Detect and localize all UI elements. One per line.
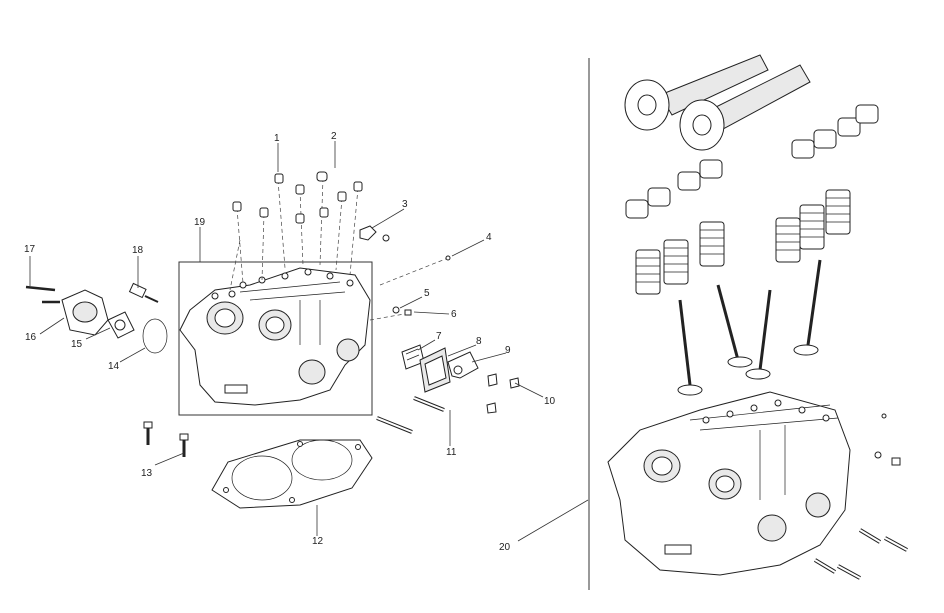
- callout-9: 9: [505, 345, 511, 356]
- cover-plate-8: [419, 347, 451, 393]
- dash-5-6: [369, 312, 411, 321]
- camshaft-pair: [624, 54, 811, 151]
- screw-part-6: [404, 309, 412, 316]
- callout-5: 5: [424, 288, 430, 299]
- studs-part-11: [376, 396, 445, 434]
- screws-part-10: [486, 373, 520, 414]
- cylinder-head-left: [179, 267, 371, 406]
- callout-7: 7: [436, 331, 442, 342]
- plug-part-3: [359, 225, 390, 242]
- dowel-part-4: [445, 255, 451, 261]
- dowel-leader-4: [379, 257, 449, 286]
- callout-8: 8: [476, 336, 482, 347]
- head-gasket-12: [211, 439, 373, 509]
- screw-part-17: [25, 285, 56, 292]
- o-ring-14: [142, 318, 168, 354]
- cylinder-head-right: [607, 391, 851, 576]
- washer-part-5: [392, 306, 400, 314]
- callout-16: 16: [25, 332, 37, 343]
- callout-15: 15: [71, 339, 83, 350]
- right-studs: [813, 413, 908, 580]
- sensor-part-18: [128, 282, 159, 303]
- callout-1: 1: [274, 133, 280, 144]
- callout-11: 11: [446, 447, 457, 458]
- bolts-part-13: [143, 421, 189, 457]
- callout-12: 12: [312, 536, 324, 547]
- leader-lines: [29, 141, 589, 542]
- callout-2: 2: [331, 131, 337, 142]
- callout-18: 18: [132, 245, 144, 256]
- valve-train-set: [625, 104, 879, 396]
- callout-17: 17: [24, 244, 36, 255]
- cylinder-head-group-box: [178, 261, 373, 416]
- callout-10: 10: [544, 396, 556, 407]
- callout-20: 20: [499, 542, 511, 553]
- thermostat-15: [107, 311, 135, 339]
- thermostat-housing-16: [61, 289, 109, 336]
- callout-6: 6: [451, 309, 457, 320]
- callout-14: 14: [108, 361, 120, 372]
- callout-19: 19: [194, 217, 206, 228]
- stud-nut-set: [229, 171, 363, 291]
- callout-4: 4: [486, 232, 492, 243]
- union-part-9: [447, 351, 479, 379]
- callout-13: 13: [141, 468, 153, 479]
- callout-labels: 1 2 3 4 5 6 7 8 9 10 11 12 13 14 15 16 1…: [24, 131, 556, 553]
- callout-3: 3: [402, 199, 408, 210]
